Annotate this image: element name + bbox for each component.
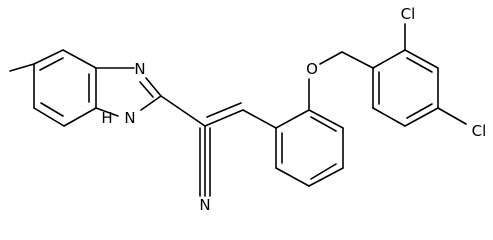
imidazole-ring xyxy=(95,67,162,117)
nitrile-nitrogen-label: N xyxy=(199,196,210,214)
nitrile-group xyxy=(199,125,211,197)
nh-hydrogen-label: H xyxy=(101,109,112,127)
dichlorophenyl-ring xyxy=(372,49,439,127)
alkene-linker xyxy=(160,95,244,127)
ether-linkage xyxy=(308,51,374,111)
ortho-chlorine-label: Cl xyxy=(401,5,416,23)
methyl-bond xyxy=(9,63,35,72)
para-chlorine-label: Cl xyxy=(472,122,487,140)
para-chlorine-bond xyxy=(437,107,467,125)
central-phenyl-ring xyxy=(242,109,344,187)
ether-oxygen-label: O xyxy=(306,60,318,78)
benzimidazole-benzene-ring xyxy=(33,49,97,127)
chemical-structure-diagram: N N H N O Cl Cl xyxy=(9,5,487,214)
imine-nitrogen-label: N xyxy=(134,60,145,78)
nh-nitrogen-label: N xyxy=(124,109,135,127)
